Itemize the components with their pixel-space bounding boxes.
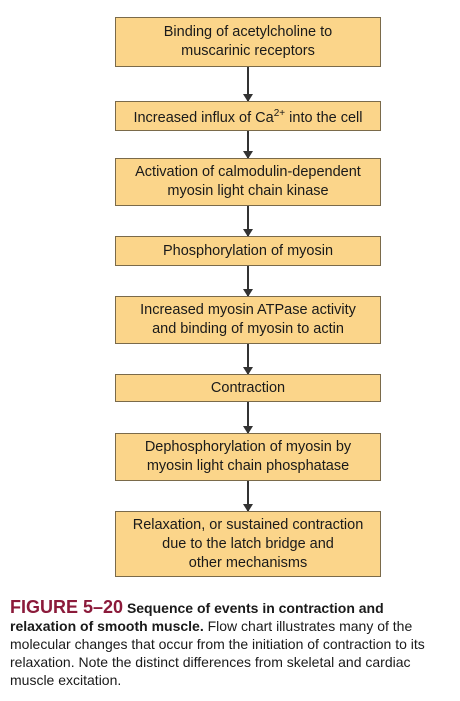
flow-step-7-line-2: myosin light chain phosphatase [146,458,350,474]
flow-step-4-line-1: Phosphorylation of myosin [162,242,334,259]
flow-step-7: Dephosphorylation of myosin by myosin li… [115,433,381,481]
flow-step-2: Increased influx of Ca2+ into the cell [115,101,381,131]
figure-label: FIGURE 5–20 [10,597,124,617]
flow-step-2-text-b: into the cell [285,109,363,126]
flow-step-1-line-2: muscarinic receptors [181,43,315,59]
flow-step-5: Increased myosin ATPase activity and bin… [115,296,381,344]
flow-step-8-line-2: due to the latch bridge and [162,535,334,552]
figure-caption: FIGURE 5–20 Sequence of events in contra… [10,598,450,689]
flow-step-1-line-1: Binding of acetylcholine to [163,24,333,40]
flow-step-6-line-1: Contraction [210,379,286,396]
flow-step-3: Activation of calmodulin-dependent myosi… [115,158,381,206]
flow-step-3-line-1: Activation of calmodulin-dependent [135,164,361,180]
flow-step-2-text-a: Increased influx of Ca [133,109,274,126]
flow-arrow-5 [243,344,253,375]
flow-step-3-line-2: myosin light chain kinase [167,183,329,199]
flow-step-8: Relaxation, or sustained contraction due… [115,511,381,577]
flow-step-6: Contraction [115,374,381,402]
flow-step-7-line-1: Dephosphorylation of myosin by [144,439,352,455]
flow-step-5-line-1: Increased myosin ATPase activity [140,302,356,318]
flow-step-5-line-2: and binding of myosin to actin [152,321,344,337]
flow-arrow-1 [243,67,253,102]
flow-arrow-7 [243,481,253,512]
flow-step-4: Phosphorylation of myosin [115,236,381,266]
flow-step-8-line-3: other mechanisms [188,554,308,571]
flow-arrow-3 [243,206,253,237]
figure-title: Sequence of events in contraction and re… [10,600,384,634]
flow-arrow-4 [243,266,253,297]
figure-body: Flow chart illustrates many of the molec… [10,618,425,688]
flow-step-8-line-1: Relaxation, or sustained contraction [132,516,364,533]
flow-step-1: Binding of acetylcholine to muscarinic r… [115,17,381,67]
flow-step-2-superscript: 2+ [273,108,286,120]
flow-arrow-6 [243,402,253,434]
flow-arrow-2 [243,131,253,159]
